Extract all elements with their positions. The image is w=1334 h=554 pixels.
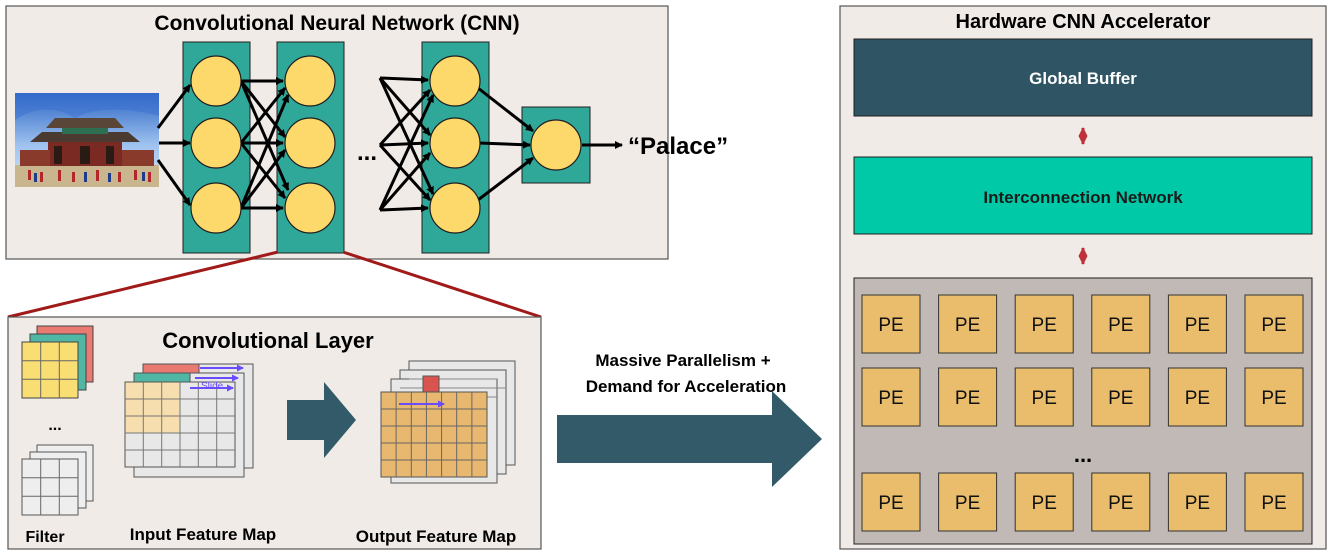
pe-cell: PE xyxy=(861,367,921,427)
output-feature-map-label: Output Feature Map xyxy=(356,527,517,546)
pe-box xyxy=(1244,367,1304,427)
conv-title: Convolutional Layer xyxy=(162,328,374,353)
pe-cell: PE xyxy=(1091,472,1151,532)
cnn-ellipsis: ... xyxy=(357,139,377,166)
pe-box xyxy=(1014,367,1074,427)
slide-label: Slide xyxy=(201,381,224,392)
filter-stack-top xyxy=(21,325,94,399)
conv-layer-panel: Convolutional Layer ... Filter xyxy=(7,316,542,550)
pe-label: PE xyxy=(1032,388,1057,409)
pe-label: PE xyxy=(1108,388,1133,409)
pe-box xyxy=(1014,472,1074,532)
output-feature-map xyxy=(380,360,516,484)
pe-label: PE xyxy=(1108,493,1133,514)
neurons xyxy=(190,55,582,234)
pe-cell: PE xyxy=(1167,294,1227,354)
pe-cell: PE xyxy=(938,294,998,354)
pe-label: PE xyxy=(878,493,903,514)
global-buffer-box xyxy=(853,38,1313,117)
pe-grid: PE PE PE PE PE PE PE PE PE PE PE PE PE PE PE PE PE PE xyxy=(861,294,1304,532)
pe-label: PE xyxy=(1261,493,1286,514)
transition-line2: Demand for Acceleration xyxy=(586,377,787,396)
pe-cell: PE xyxy=(938,472,998,532)
pe-label: PE xyxy=(1185,493,1210,514)
pe-cell: PE xyxy=(1014,294,1074,354)
pe-cell: PE xyxy=(1014,472,1074,532)
zoom-lines xyxy=(7,250,542,319)
transition-line1: Massive Parallelism + xyxy=(595,351,770,370)
accelerator-panel: Hardware CNN Accelerator Global Buffer I… xyxy=(839,5,1327,550)
pe-label: PE xyxy=(878,315,903,336)
interconnect-label: Interconnection Network xyxy=(983,188,1183,207)
output-label: “Palace” xyxy=(628,133,728,160)
pe-cell: PE xyxy=(1167,367,1227,427)
filter-ellipsis: ... xyxy=(48,417,61,434)
pe-cell: PE xyxy=(1244,294,1304,354)
pe-label: PE xyxy=(1032,315,1057,336)
cnn-title: Convolutional Neural Network (CNN) xyxy=(154,12,519,35)
pe-cell: PE xyxy=(1167,472,1227,532)
pe-box xyxy=(1244,472,1304,532)
cnn-panel: Convolutional Neural Network (CNN) xyxy=(5,5,728,260)
transition: Massive Parallelism + Demand for Acceler… xyxy=(557,351,822,487)
conv-arrow xyxy=(287,382,356,458)
ellipsis-to-layer3-connections xyxy=(378,75,435,213)
pe-cell: PE xyxy=(1091,367,1151,427)
input-feature-map-label: Input Feature Map xyxy=(130,525,276,544)
pe-label: PE xyxy=(955,315,980,336)
accelerator-title: Hardware CNN Accelerator xyxy=(956,11,1211,33)
pe-box xyxy=(1167,367,1227,427)
pe-box xyxy=(861,367,921,427)
input-arrows xyxy=(156,84,192,206)
pe-cell: PE xyxy=(861,294,921,354)
pe-cell: PE xyxy=(861,472,921,532)
interconnect-box xyxy=(853,156,1313,235)
pe-label: PE xyxy=(1108,315,1133,336)
input-feature-map: Slide xyxy=(124,363,254,478)
pe-label: PE xyxy=(1185,315,1210,336)
pe-cell: PE xyxy=(1244,367,1304,427)
pe-label: PE xyxy=(1261,315,1286,336)
filter-stack-bottom xyxy=(21,444,94,516)
pe-cell: PE xyxy=(1244,472,1304,532)
global-buffer-label: Global Buffer xyxy=(1029,69,1137,88)
pe-box xyxy=(938,367,998,427)
pe-array-area xyxy=(853,277,1313,545)
pe-cell: PE xyxy=(938,367,998,427)
pe-box xyxy=(938,294,998,354)
pe-label: PE xyxy=(955,388,980,409)
filter-label: Filter xyxy=(25,529,64,546)
pe-label: PE xyxy=(878,388,903,409)
pe-box xyxy=(861,294,921,354)
pe-box xyxy=(1091,367,1151,427)
pe-label: PE xyxy=(955,493,980,514)
pe-box xyxy=(938,472,998,532)
pe-ellipsis: ... xyxy=(1074,442,1092,467)
pe-cell: PE xyxy=(1091,294,1151,354)
pe-box xyxy=(1167,472,1227,532)
palace-photo xyxy=(15,93,159,187)
pe-box xyxy=(1091,472,1151,532)
pe-box xyxy=(1244,294,1304,354)
pe-box xyxy=(1091,294,1151,354)
pe-label: PE xyxy=(1261,388,1286,409)
pe-label: PE xyxy=(1032,493,1057,514)
pe-box xyxy=(1014,294,1074,354)
pe-cell: PE xyxy=(1014,367,1074,427)
layer1-to-layer2-connections xyxy=(239,77,290,212)
pe-label: PE xyxy=(1185,388,1210,409)
pe-box xyxy=(1167,294,1227,354)
big-arrow xyxy=(557,391,822,487)
pe-box xyxy=(861,472,921,532)
layer3-to-output-connections xyxy=(477,86,534,202)
